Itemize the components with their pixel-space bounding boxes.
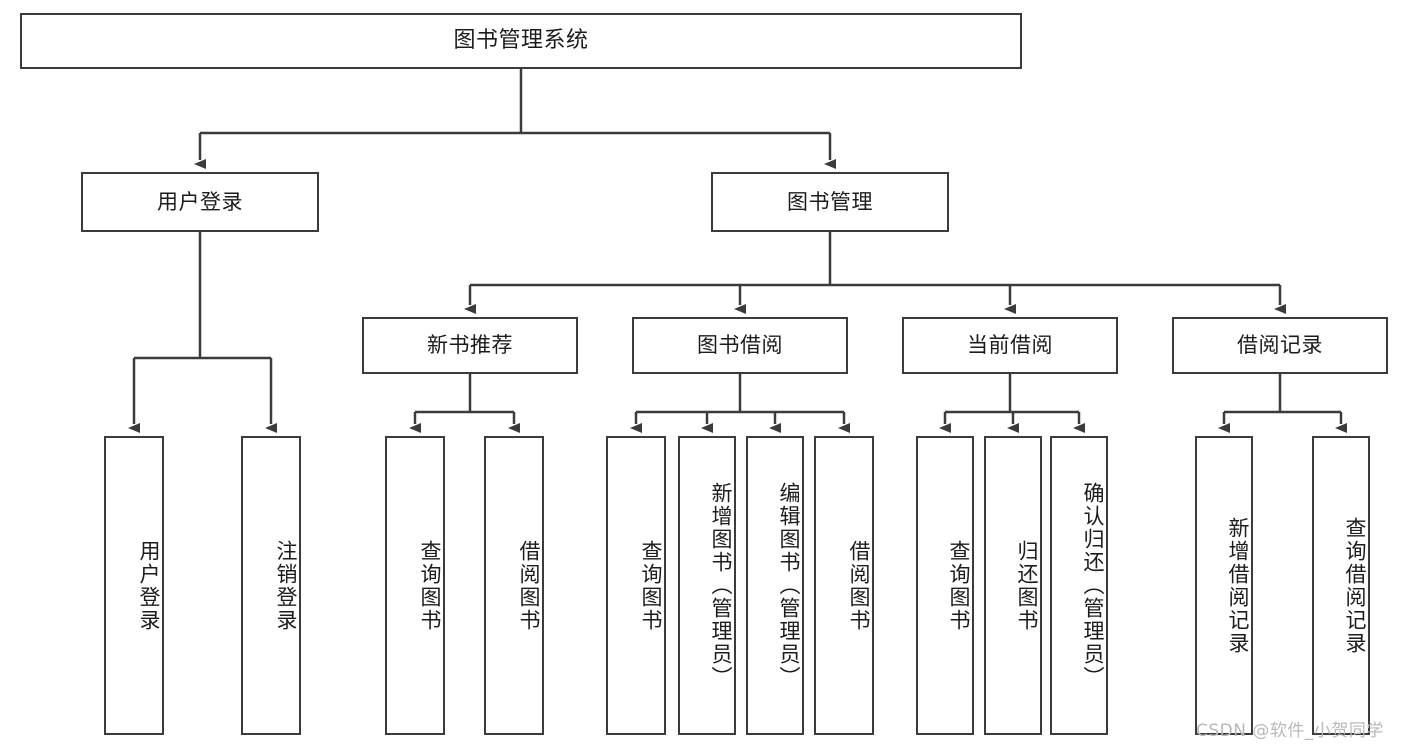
node-label: 借阅记录 — [1237, 333, 1323, 358]
node-label: 用户登录 — [137, 539, 161, 632]
node-label: 编辑图书（管理员） — [777, 482, 801, 689]
node-label: 用户登录 — [157, 189, 243, 214]
node-leaf-user-login: 用户登录 — [104, 436, 164, 735]
node-leaf-cb-query: 查询图书 — [916, 436, 974, 735]
node-leaf-rec-borrow: 借阅图书 — [484, 436, 544, 735]
node-leaf-cb-return: 归还图书 — [984, 436, 1042, 735]
node-leaf-rec-query: 查询图书 — [385, 436, 445, 735]
node-leaf-br-add: 新增借阅记录 — [1195, 436, 1253, 735]
node-label: 借阅图书 — [847, 539, 871, 632]
node-label: 当前借阅 — [967, 333, 1053, 358]
node-leaf-bb-borrow: 借阅图书 — [814, 436, 874, 735]
node-leaf-user-logout: 注销登录 — [241, 436, 301, 735]
node-root: 图书管理系统 — [20, 13, 1022, 69]
node-borrow-record: 借阅记录 — [1172, 317, 1388, 374]
node-leaf-bb-query: 查询图书 — [606, 436, 666, 735]
node-user-login: 用户登录 — [81, 172, 319, 232]
node-label: 新书推荐 — [427, 333, 513, 358]
node-leaf-cb-confirm: 确认归还（管理员） — [1050, 436, 1108, 735]
node-label: 归还图书 — [1015, 539, 1039, 632]
node-label: 图书管理 — [787, 189, 873, 214]
node-leaf-bb-add: 新增图书（管理员） — [678, 436, 736, 735]
node-label: 新增图书（管理员） — [709, 482, 733, 689]
node-leaf-br-query: 查询借阅记录 — [1312, 436, 1370, 735]
node-label: 确认归还（管理员） — [1081, 482, 1105, 689]
node-label: 查询借阅记录 — [1343, 516, 1367, 655]
node-label: 查询图书 — [639, 539, 663, 632]
node-label: 新增借阅记录 — [1226, 516, 1250, 655]
node-label: 图书借阅 — [697, 333, 783, 358]
node-book-borrow: 图书借阅 — [632, 317, 848, 374]
node-current-borrow: 当前借阅 — [902, 317, 1118, 374]
node-label: 图书管理系统 — [453, 27, 589, 53]
node-label: 查询图书 — [947, 539, 971, 632]
csdn-watermark: CSDN @软件_小贺同学 — [1196, 721, 1384, 741]
node-label: 注销登录 — [274, 539, 298, 632]
node-book-manage: 图书管理 — [711, 172, 949, 232]
node-label: 借阅图书 — [517, 539, 541, 632]
node-leaf-bb-edit: 编辑图书（管理员） — [746, 436, 804, 735]
node-new-book-rec: 新书推荐 — [362, 317, 578, 374]
node-label: 查询图书 — [418, 539, 442, 632]
